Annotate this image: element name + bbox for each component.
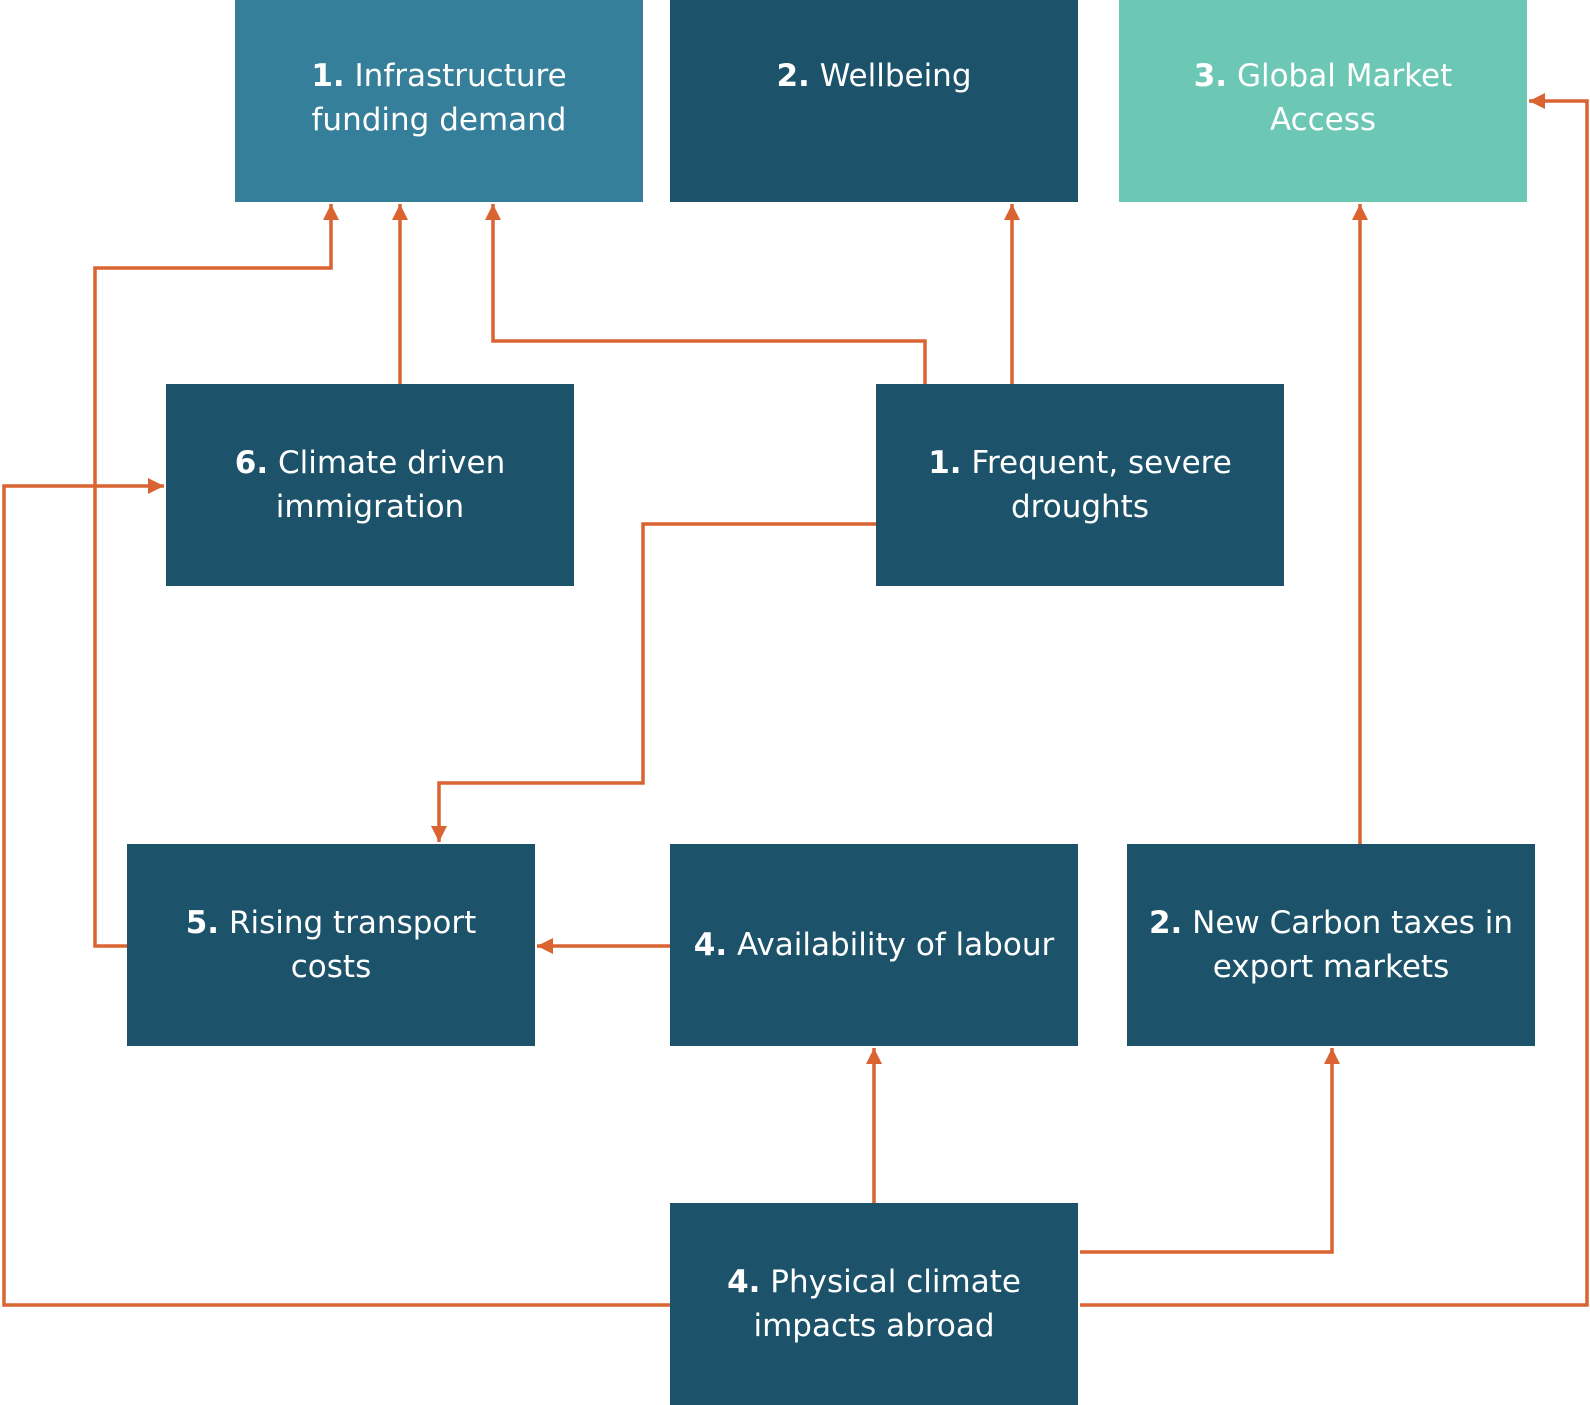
node-new-carbon-taxes: 2. New Carbon taxes in export markets xyxy=(1127,844,1535,1046)
node-availability-of-labour: 4. Availability of labour xyxy=(670,844,1078,1046)
edge-immigration-to-infrastructure xyxy=(392,204,408,384)
node-wellbeing: 2. Wellbeing xyxy=(670,0,1078,202)
node-label: Physical climate impacts abroad xyxy=(753,1264,1021,1344)
node-label: Infrastructure funding demand xyxy=(311,58,567,138)
arrowhead-icon xyxy=(1324,1048,1340,1064)
node-number: 3. xyxy=(1193,58,1228,94)
node-label: Global Market Access xyxy=(1236,58,1453,138)
connector-line xyxy=(93,204,333,948)
node-climate-driven-immigration: 6. Climate driven immigration xyxy=(166,384,574,586)
node-number: 5. xyxy=(185,905,220,941)
node-rising-transport-costs: 5. Rising transport costs xyxy=(127,844,535,1046)
arrowhead-icon xyxy=(1352,204,1368,220)
node-label: Frequent, severe droughts xyxy=(971,445,1232,525)
node-label: Rising transport costs xyxy=(228,905,477,985)
edge-carbon-to-market xyxy=(1352,204,1368,844)
node-number: 4. xyxy=(727,1264,761,1300)
node-number: 2. xyxy=(776,58,810,94)
edge-physical-to-labour xyxy=(866,1048,882,1203)
arrowhead-icon xyxy=(866,1048,882,1064)
node-number: 1. xyxy=(311,58,345,94)
node-number: 6. xyxy=(234,445,269,481)
arrowhead-icon xyxy=(148,478,164,494)
node-label: Wellbeing xyxy=(819,58,972,94)
node-global-market-access: 3. Global Market Access xyxy=(1119,0,1527,202)
arrowhead-icon xyxy=(431,826,447,842)
edge-droughts-to-wellbeing xyxy=(1004,204,1020,384)
node-infrastructure-funding-demand: 1. Infrastructure funding demand xyxy=(235,0,643,202)
edge-droughts-to-transport xyxy=(431,522,876,842)
arrowhead-icon xyxy=(537,938,553,954)
arrowhead-icon xyxy=(1529,93,1545,109)
arrowhead-icon xyxy=(323,204,339,220)
connector-line xyxy=(437,522,876,842)
node-number: 4. xyxy=(693,927,728,963)
node-label: Availability of labour xyxy=(737,927,1055,963)
connector-line xyxy=(1080,1048,1334,1254)
node-physical-climate-impacts-abroad: 4. Physical climate impacts abroad xyxy=(670,1203,1078,1405)
edge-physical-to-carbon xyxy=(1080,1048,1340,1254)
arrowhead-icon xyxy=(1004,204,1020,220)
node-frequent-severe-droughts: 1. Frequent, severe droughts xyxy=(876,384,1284,586)
connector-line xyxy=(491,204,927,384)
node-label: New Carbon taxes in export markets xyxy=(1192,905,1514,985)
arrowhead-icon xyxy=(485,204,501,220)
node-label: Climate driven immigration xyxy=(275,445,506,525)
connector-line xyxy=(1080,99,1589,1307)
edge-droughts-to-infrastructure xyxy=(485,204,927,384)
edge-labour-to-transport xyxy=(537,938,670,954)
edge-physical-to-market xyxy=(1080,93,1589,1307)
node-number: 1. xyxy=(928,445,962,481)
edge-physical-to-immigration xyxy=(2,478,670,1307)
edge-transport-to-infrastructure xyxy=(93,204,339,948)
node-number: 2. xyxy=(1148,905,1183,941)
arrowhead-icon xyxy=(392,204,408,220)
connector-line xyxy=(2,484,670,1307)
